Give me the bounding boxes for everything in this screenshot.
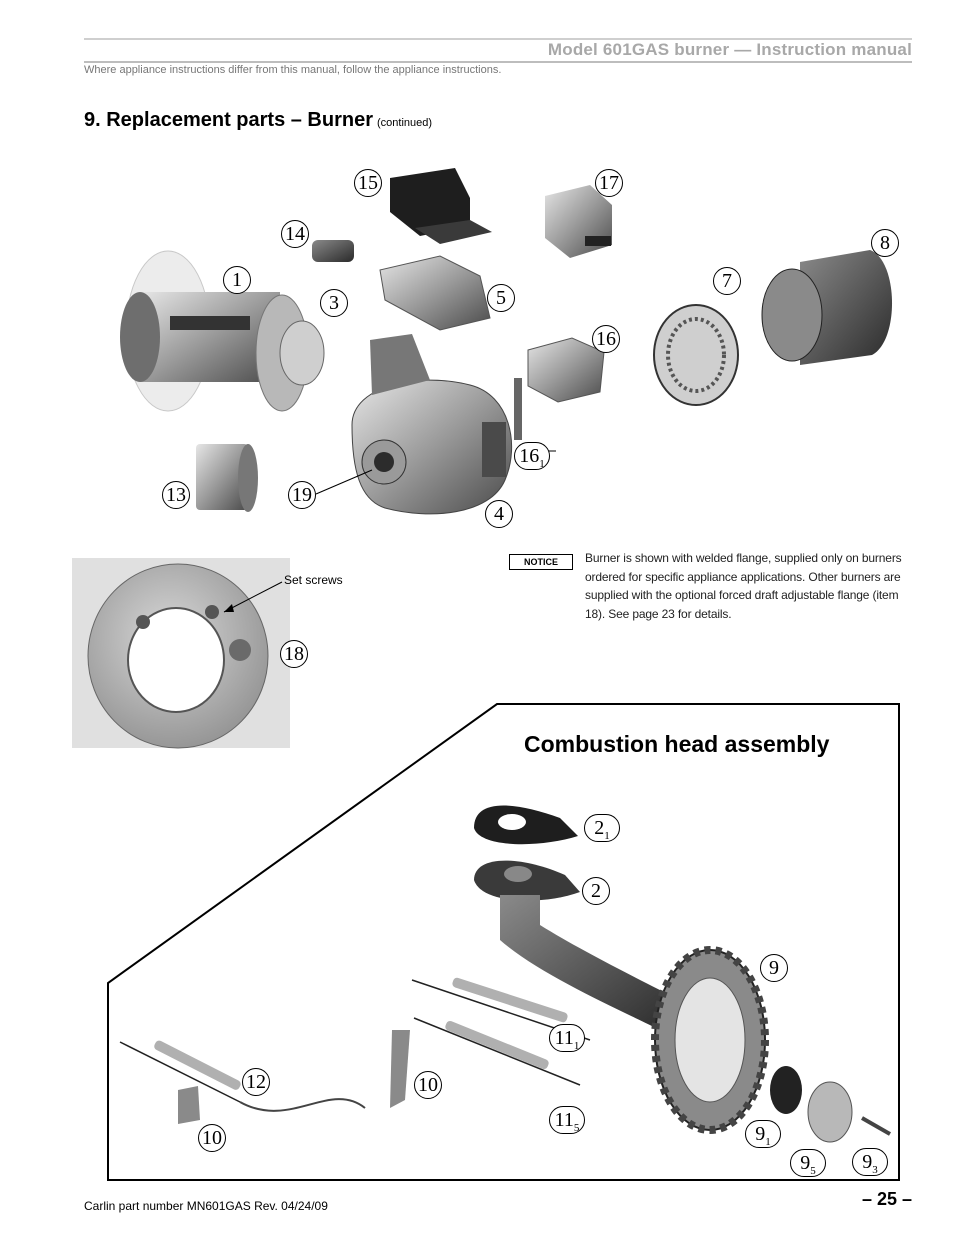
set-screws-label: Set screws bbox=[284, 573, 343, 587]
combustion-head-frame bbox=[107, 703, 900, 1181]
footer-page-number: – 25 – bbox=[861, 1189, 912, 1209]
callout-9-1-number: 9 bbox=[755, 1123, 766, 1145]
callout-7: 7 bbox=[713, 267, 741, 295]
callout-3: 3 bbox=[320, 289, 348, 317]
callout-9-5-sub: 5 bbox=[810, 1165, 816, 1177]
item-8-motor bbox=[761, 250, 893, 365]
callout-10-left: 10 bbox=[198, 1124, 226, 1152]
callout-16-1-sub: 1 bbox=[539, 458, 545, 470]
item-12-electrode bbox=[119, 1040, 366, 1112]
header-top-rule bbox=[84, 38, 912, 40]
callout-18: 18 bbox=[280, 640, 308, 668]
callout-9-3: 93 bbox=[852, 1148, 888, 1176]
callout-11-1-number: 11 bbox=[554, 1027, 574, 1049]
callout-19: 19 bbox=[288, 481, 316, 509]
callout-11-5-number: 11 bbox=[554, 1109, 574, 1131]
callout-8: 8 bbox=[871, 229, 899, 257]
callout-5: 5 bbox=[487, 284, 515, 312]
callout-9-5-number: 9 bbox=[800, 1152, 811, 1174]
callout-14: 14 bbox=[281, 220, 309, 248]
item-10-bracket bbox=[178, 1030, 410, 1124]
item-7-blower-wheel bbox=[653, 304, 739, 406]
section-title-text: 9. Replacement parts – Burner bbox=[84, 109, 373, 131]
section-title: 9. Replacement parts – Burner (continued) bbox=[84, 109, 432, 132]
callout-1: 1 bbox=[223, 266, 251, 294]
callout-2-1-number: 2 bbox=[594, 817, 605, 839]
callout-16: 16 bbox=[592, 325, 620, 353]
callout-12: 12 bbox=[242, 1068, 270, 1096]
callout-15: 15 bbox=[354, 169, 382, 197]
callout-2-1: 21 bbox=[584, 814, 620, 842]
callout-10-right: 10 bbox=[414, 1071, 442, 1099]
header-title: Model 601GAS burner — Instruction manual bbox=[547, 40, 912, 59]
callout-11-5-sub: 5 bbox=[573, 1122, 580, 1134]
callout-16-1: 161 bbox=[514, 442, 550, 470]
callout-2-1-sub: 1 bbox=[604, 830, 610, 842]
item-5-bracket bbox=[379, 255, 491, 331]
notice-text: Burner is shown with welded flange, supp… bbox=[585, 551, 902, 621]
header-note: Where appliance instructions differ from… bbox=[84, 64, 502, 76]
callout-9-1: 91 bbox=[745, 1120, 781, 1148]
footer-part-number: Carlin part number MN601GAS Rev. 04/24/0… bbox=[84, 1199, 328, 1213]
callout-9: 9 bbox=[760, 954, 788, 982]
item-1-air-tube bbox=[120, 250, 325, 412]
item-2-gasket bbox=[474, 805, 578, 845]
callout-9-3-sub: 3 bbox=[872, 1164, 878, 1176]
item-9-combustion-head bbox=[651, 946, 891, 1143]
callout-9-5: 95 bbox=[790, 1149, 826, 1177]
section-continued: (continued) bbox=[377, 117, 433, 129]
callout-11-1-sub: 1 bbox=[573, 1040, 580, 1052]
callout-9-3-number: 9 bbox=[862, 1151, 873, 1173]
item-17-control bbox=[545, 185, 612, 258]
callout-11-5: 115 bbox=[549, 1106, 585, 1134]
notice-badge: NOTICE bbox=[509, 554, 573, 570]
callout-13: 13 bbox=[162, 481, 190, 509]
item-16-junction-box bbox=[514, 337, 605, 440]
callout-9-1-sub: 1 bbox=[765, 1136, 771, 1148]
item-13-transformer bbox=[196, 444, 258, 512]
combustion-head-title: Combustion head assembly bbox=[524, 731, 830, 757]
callout-11-1: 111 bbox=[549, 1024, 585, 1052]
callout-16-1-number: 16 bbox=[519, 445, 540, 467]
item-2-gas-pipe bbox=[474, 860, 680, 1030]
item-18-adjustable-flange bbox=[72, 558, 290, 749]
callout-2: 2 bbox=[582, 877, 610, 905]
callout-17: 17 bbox=[595, 169, 623, 197]
item-4-housing bbox=[351, 334, 512, 515]
header-bottom-rule bbox=[84, 61, 912, 63]
item-14-igniter bbox=[312, 240, 354, 262]
callout-4: 4 bbox=[485, 500, 513, 528]
item-15-cover bbox=[390, 168, 492, 244]
